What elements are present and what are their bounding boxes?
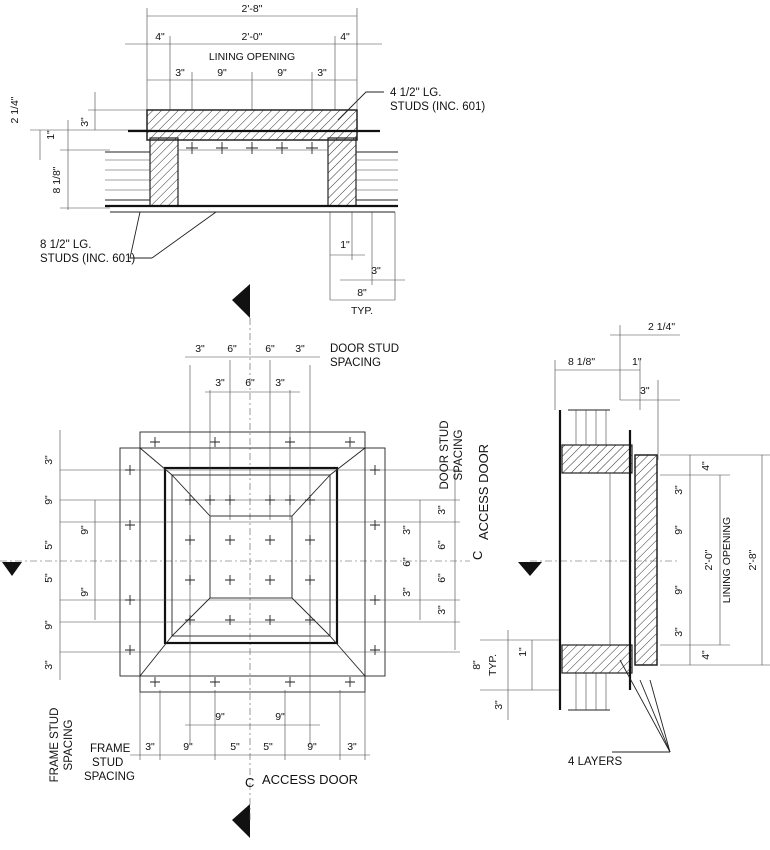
plan-miter-lines <box>139 447 366 677</box>
top-section-body <box>105 109 398 213</box>
left-outer-5: 9" <box>43 620 55 630</box>
frame-stud-vertical-line1: FRAME STUD <box>49 708 61 783</box>
door-stud-label-line1: DOOR STUD <box>330 343 399 355</box>
top-second-row-2: 6" <box>245 377 255 389</box>
side-lining-opening: LINING OPENING <box>721 517 733 603</box>
side-dim-2-1-4: 2 1/4" <box>648 321 675 333</box>
centerline-symbol-bottom: C <box>245 775 254 790</box>
section-arrow-icon <box>518 562 542 576</box>
door-stud-top-1: 3" <box>195 343 205 355</box>
top-depth-1: 1" <box>45 130 57 140</box>
right-inner-3: 3" <box>401 587 413 597</box>
left-outer-3: 5" <box>43 540 55 550</box>
left-inner-1: 9" <box>79 525 91 535</box>
side-section-body <box>558 409 658 711</box>
left-outer-2: 9" <box>43 495 55 505</box>
top-spacing-4: 3" <box>317 67 327 79</box>
right-outer-2: 6" <box>436 540 448 550</box>
plan-stud-crosses <box>125 437 380 687</box>
frame-stud-label-line1: FRAME <box>90 743 131 755</box>
side-dim-8: 8" <box>471 660 483 670</box>
centerline-access-door-bottom: ACCESS DOOR <box>262 772 358 787</box>
right-door-stud-line2: SPACING <box>453 429 465 480</box>
bottom-stud-note-line1: 8 1/2" LG. <box>40 239 91 251</box>
side-right-spacing-6: 4" <box>700 650 712 660</box>
top-typ: TYP. <box>351 305 373 317</box>
top-dimension-lines <box>30 8 405 301</box>
side-opening: 2'-0" <box>703 549 715 570</box>
side-right-spacing-1: 4" <box>700 461 712 471</box>
door-stud-top-4: 3" <box>295 343 305 355</box>
top-stud-note-line2: STUDS (INC. 601) <box>390 101 485 113</box>
bottom-inner-2: 9" <box>275 711 285 723</box>
side-overall: 2'-8" <box>747 549 759 570</box>
bottom-outer-1: 3" <box>145 741 155 753</box>
section-arrow-icon <box>232 804 250 838</box>
bottom-stud-note-line2: STUDS (INC. 601) <box>40 253 135 265</box>
top-spacing-3: 9" <box>277 67 287 79</box>
section-arrow-icon <box>232 284 250 318</box>
top-depth-8-1-8: 8 1/8" <box>51 166 63 193</box>
side-dim-3-low: 3" <box>493 700 505 710</box>
top-stud-leaders <box>129 91 384 259</box>
left-outer-4: 5" <box>43 573 55 583</box>
side-dim-1: 1" <box>632 356 642 368</box>
top-depth-2-1-4: 2 1/4" <box>9 96 21 123</box>
top-second-row-3: 3" <box>275 377 285 389</box>
top-stud-note-line1: 4 1/2" LG. <box>390 87 441 99</box>
right-door-stud-line1: DOOR STUD <box>439 421 451 490</box>
door-stud-label-line2: SPACING <box>330 357 381 369</box>
centerline-symbol-right: C <box>470 551 485 560</box>
top-overall-width: 2'-8" <box>242 3 263 15</box>
side-typ: TYP. <box>487 654 499 676</box>
side-right-spacing-2: 3" <box>673 485 685 495</box>
top-stud-crosses <box>186 142 318 154</box>
bottom-outer-4: 5" <box>263 741 273 753</box>
right-inner-1: 3" <box>401 525 413 535</box>
top-dim-8: 8" <box>357 287 367 299</box>
section-arrow-icon <box>2 562 22 576</box>
frame-stud-vertical-line2: SPACING <box>63 719 75 770</box>
bottom-outer-5: 9" <box>307 741 317 753</box>
side-dimension-lines <box>480 325 770 720</box>
bottom-outer-2: 9" <box>183 741 193 753</box>
right-inner-2: 6" <box>401 557 413 567</box>
left-outer-6: 3" <box>43 660 55 670</box>
side-section-view: 2 1/4" 8 1/8" 1" 3" 4" 3" 9" 9" 3" 4" 2'… <box>471 321 770 768</box>
side-dim-8-1-8: 8 1/8" <box>568 356 595 368</box>
right-outer-4: 3" <box>436 605 448 615</box>
bottom-outer-3: 5" <box>230 741 240 753</box>
side-right-spacing-5: 3" <box>673 627 685 637</box>
frame-stud-label-line3: SPACING <box>84 771 135 783</box>
side-dim-3: 3" <box>640 385 650 397</box>
top-opening: 2'-0" <box>242 31 263 43</box>
side-dim-1-low: 1" <box>517 647 529 657</box>
bottom-outer-6: 3" <box>347 741 357 753</box>
top-spacing-1: 3" <box>175 67 185 79</box>
right-outer-1: 3" <box>436 505 448 515</box>
top-flange-left: 4" <box>155 31 165 43</box>
top-section-view: 2'-8" 4" 2'-0" 4" LINING OPENING 3" 9" 9… <box>9 3 485 317</box>
top-dim-1: 1" <box>340 239 350 251</box>
top-lining-opening: LINING OPENING <box>209 51 295 63</box>
door-stud-top-3: 6" <box>265 343 275 355</box>
door-stud-top-2: 6" <box>227 343 237 355</box>
bottom-inner-1: 9" <box>215 711 225 723</box>
top-dim-3: 3" <box>371 265 381 277</box>
top-spacing-2: 9" <box>217 67 227 79</box>
layers-note: 4 LAYERS <box>568 756 622 768</box>
left-inner-2: 9" <box>79 587 91 597</box>
plan-view: 3" 6" 6" 3" DOOR STUD SPACING 3" 6" 3" 3… <box>0 318 491 820</box>
side-layer-leaders <box>612 659 671 753</box>
side-right-spacing-4: 9" <box>673 585 685 595</box>
centerline-access-door-right: ACCESS DOOR <box>476 444 491 540</box>
left-outer-1: 3" <box>43 455 55 465</box>
top-second-row-1: 3" <box>215 377 225 389</box>
side-right-spacing-3: 9" <box>673 525 685 535</box>
top-flange-right: 4" <box>340 31 350 43</box>
top-depth-3: 3" <box>79 117 91 127</box>
right-outer-3: 6" <box>436 573 448 583</box>
frame-stud-label-line2: STUD <box>92 757 123 769</box>
